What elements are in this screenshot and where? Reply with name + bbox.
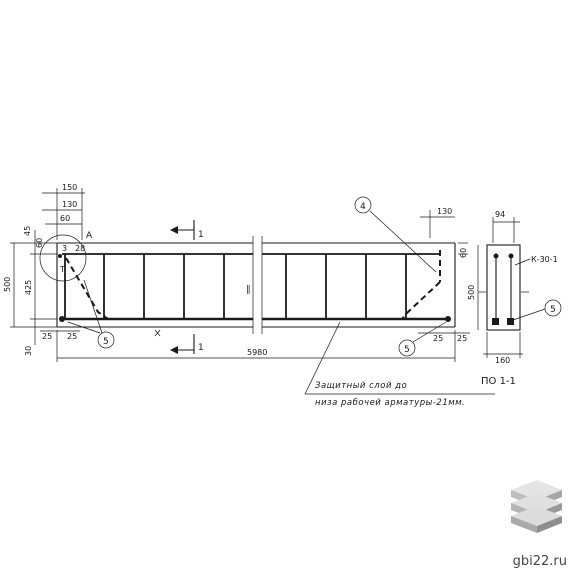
bottom-left-dimensions: 25 25 5 bbox=[40, 279, 115, 349]
stirrups bbox=[64, 254, 407, 319]
section-title: ПО 1-1 bbox=[481, 376, 516, 387]
dim-425: 425 bbox=[24, 280, 33, 295]
dim-60-right: 60 bbox=[459, 248, 468, 258]
callout-4: 4 bbox=[354, 196, 437, 273]
dim-45: 45 bbox=[23, 226, 32, 236]
top-left-dimensions: 150 130 60 bbox=[42, 183, 85, 240]
callout-5-section: 5 bbox=[550, 305, 556, 315]
callout-5-mid: 5 bbox=[404, 345, 410, 355]
dim-25-b: 25 bbox=[67, 332, 77, 341]
dim-inner-3: 3 bbox=[62, 244, 67, 253]
detail-a-circle: A T 60 3 28 bbox=[35, 231, 93, 282]
section-1-1: 94 500 К-30-1 5 160 ПО 1-1 bbox=[467, 210, 562, 387]
cut-label-top: 1 bbox=[198, 230, 204, 240]
dim-25-right-a: 25 bbox=[433, 334, 443, 343]
dim-5980: 5980 bbox=[247, 348, 267, 357]
detail-a-label: A bbox=[86, 231, 93, 241]
dim-25-right-b: 25 bbox=[457, 334, 467, 343]
cut-label-bottom: 1 bbox=[198, 343, 204, 353]
dim-94: 94 bbox=[495, 210, 505, 219]
length-dimension: 5980 bbox=[56, 329, 456, 362]
dim-30: 30 bbox=[24, 346, 33, 356]
rebar-cage bbox=[58, 250, 451, 322]
break-mark: ∥ bbox=[246, 285, 251, 295]
dim-160: 160 bbox=[495, 356, 510, 365]
dim-130-right: 130 bbox=[437, 207, 452, 216]
dim-150: 150 bbox=[62, 183, 77, 192]
site-name: gbi22.ru bbox=[512, 554, 567, 569]
dim-130: 130 bbox=[62, 200, 77, 209]
cover-note: Защитный слой до низа рабочей арматуры-2… bbox=[304, 321, 495, 408]
dim-inner-28: 28 bbox=[75, 244, 85, 253]
section-cut-marks: 1 1 ∥ bbox=[170, 220, 251, 354]
detail-t-label: T bbox=[59, 265, 65, 274]
dim-500-section: 500 bbox=[467, 285, 476, 300]
callout-5-left: 5 bbox=[103, 337, 109, 347]
dim-25-a: 25 bbox=[42, 332, 52, 341]
note-line-2: низа рабочей арматуры-21мм. bbox=[315, 398, 465, 408]
right-end-dimensions: 130 60 25 25 5 bbox=[398, 207, 470, 357]
beam-outline bbox=[56, 236, 456, 334]
callout-4-label: 4 bbox=[360, 202, 366, 212]
note-line-1: Защитный слой до bbox=[315, 381, 407, 391]
dim-60-top: 60 bbox=[60, 214, 70, 223]
dim-500-left: 500 bbox=[3, 277, 12, 292]
stacked-slabs-logo-icon bbox=[511, 480, 562, 533]
left-dimensions: 45 500 425 30 bbox=[3, 226, 57, 356]
frame-mark: К-30-1 bbox=[531, 255, 558, 264]
